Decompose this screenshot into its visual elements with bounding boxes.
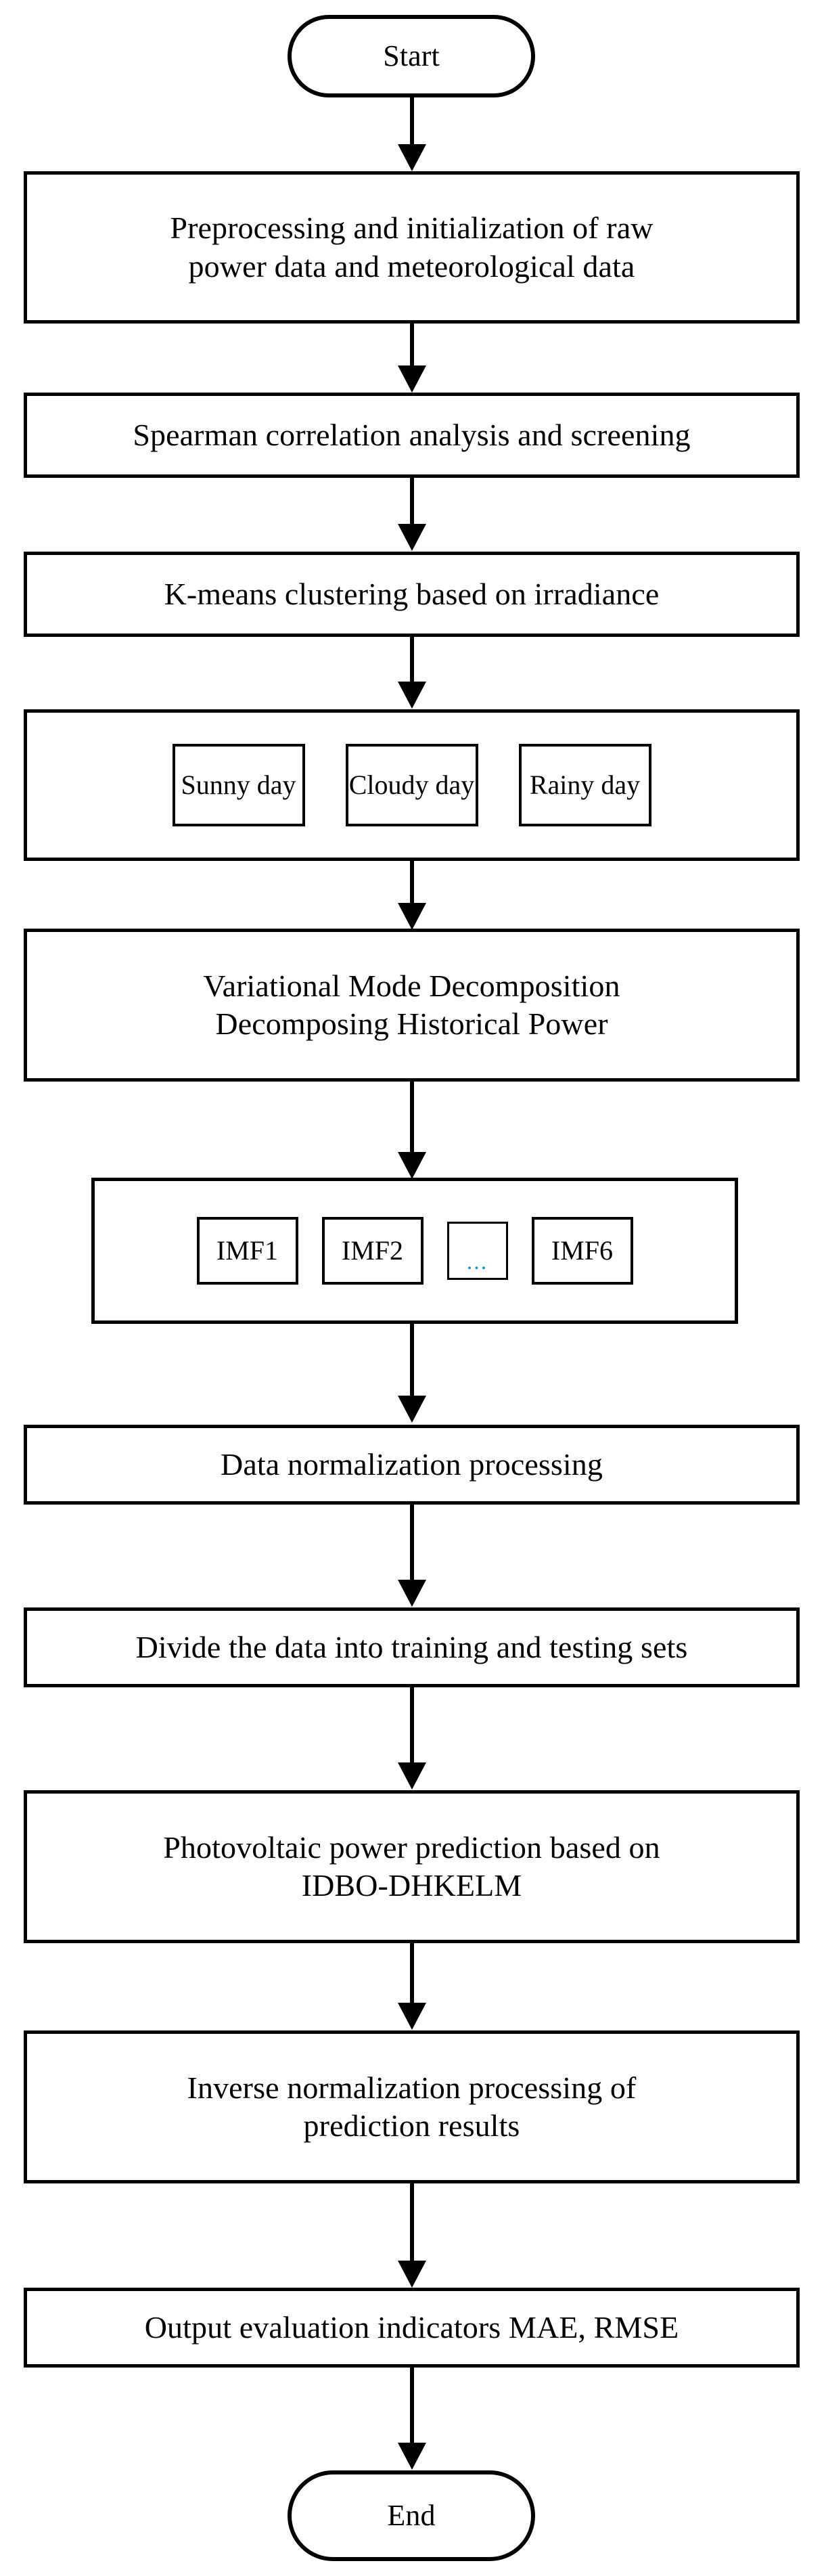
node-preprocessing[interactable]: Preprocessing and initialization of raw … bbox=[24, 171, 800, 324]
node-spearman[interactable]: Spearman correlation analysis and screen… bbox=[24, 393, 800, 478]
node-vmd[interactable]: Variational Mode Decomposition Decomposi… bbox=[24, 929, 800, 1082]
node-start-label: Start bbox=[383, 39, 440, 73]
group-imf-components: IMF1 IMF2 ... IMF6 bbox=[91, 1178, 738, 1324]
node-data-normalization[interactable]: Data normalization processing bbox=[24, 1425, 800, 1505]
chip-cloudy-day[interactable]: Cloudy day bbox=[345, 744, 478, 826]
chip-rainy-day[interactable]: Rainy day bbox=[518, 744, 651, 826]
node-split-dataset-label: Divide the data into training and testin… bbox=[135, 1629, 688, 1664]
chip-rainy-day-label: Rainy day bbox=[529, 770, 641, 800]
weather-chip-row: Sunny day Cloudy day Rainy day bbox=[27, 744, 796, 826]
node-spearman-label: Spearman correlation analysis and screen… bbox=[133, 417, 691, 452]
node-vmd-label: Variational Mode Decomposition Decomposi… bbox=[203, 968, 620, 1041]
chip-imf2[interactable]: IMF2 bbox=[321, 1217, 424, 1285]
chip-imf6-label: IMF6 bbox=[551, 1235, 614, 1266]
chip-imf2-label: IMF2 bbox=[341, 1235, 404, 1266]
node-data-normalization-label: Data normalization processing bbox=[221, 1446, 603, 1482]
node-evaluation-label: Output evaluation indicators MAE, RMSE bbox=[144, 2309, 679, 2345]
group-weather-types: Sunny day Cloudy day Rainy day bbox=[24, 709, 800, 861]
chip-imf-ellipsis: ... bbox=[447, 1222, 508, 1280]
node-inverse-normalization[interactable]: Inverse normalization processing of pred… bbox=[24, 2030, 800, 2183]
chip-imf6[interactable]: IMF6 bbox=[531, 1217, 633, 1285]
node-inverse-normalization-label: Inverse normalization processing of pred… bbox=[187, 2070, 637, 2143]
chip-sunny-day-label: Sunny day bbox=[181, 770, 296, 800]
node-end[interactable]: End bbox=[288, 2470, 535, 2561]
node-evaluation[interactable]: Output evaluation indicators MAE, RMSE bbox=[24, 2288, 800, 2368]
chip-sunny-day[interactable]: Sunny day bbox=[172, 744, 305, 826]
node-split-dataset[interactable]: Divide the data into training and testin… bbox=[24, 1607, 800, 1687]
imf-ellipsis-label: ... bbox=[466, 1249, 488, 1274]
chip-cloudy-day-label: Cloudy day bbox=[348, 770, 475, 800]
node-kmeans[interactable]: K-means clustering based on irradiance bbox=[24, 552, 800, 637]
node-prediction-label: Photovoltaic power prediction based on I… bbox=[163, 1829, 660, 1903]
chip-imf1-label: IMF1 bbox=[216, 1235, 279, 1266]
node-preprocessing-label: Preprocessing and initialization of raw … bbox=[170, 210, 654, 284]
imf-chip-row: IMF1 IMF2 ... IMF6 bbox=[95, 1217, 735, 1285]
node-start[interactable]: Start bbox=[288, 15, 535, 97]
chip-imf1[interactable]: IMF1 bbox=[196, 1217, 298, 1285]
node-kmeans-label: K-means clustering based on irradiance bbox=[164, 576, 660, 611]
node-prediction[interactable]: Photovoltaic power prediction based on I… bbox=[24, 1790, 800, 1943]
node-end-label: End bbox=[387, 2499, 436, 2533]
